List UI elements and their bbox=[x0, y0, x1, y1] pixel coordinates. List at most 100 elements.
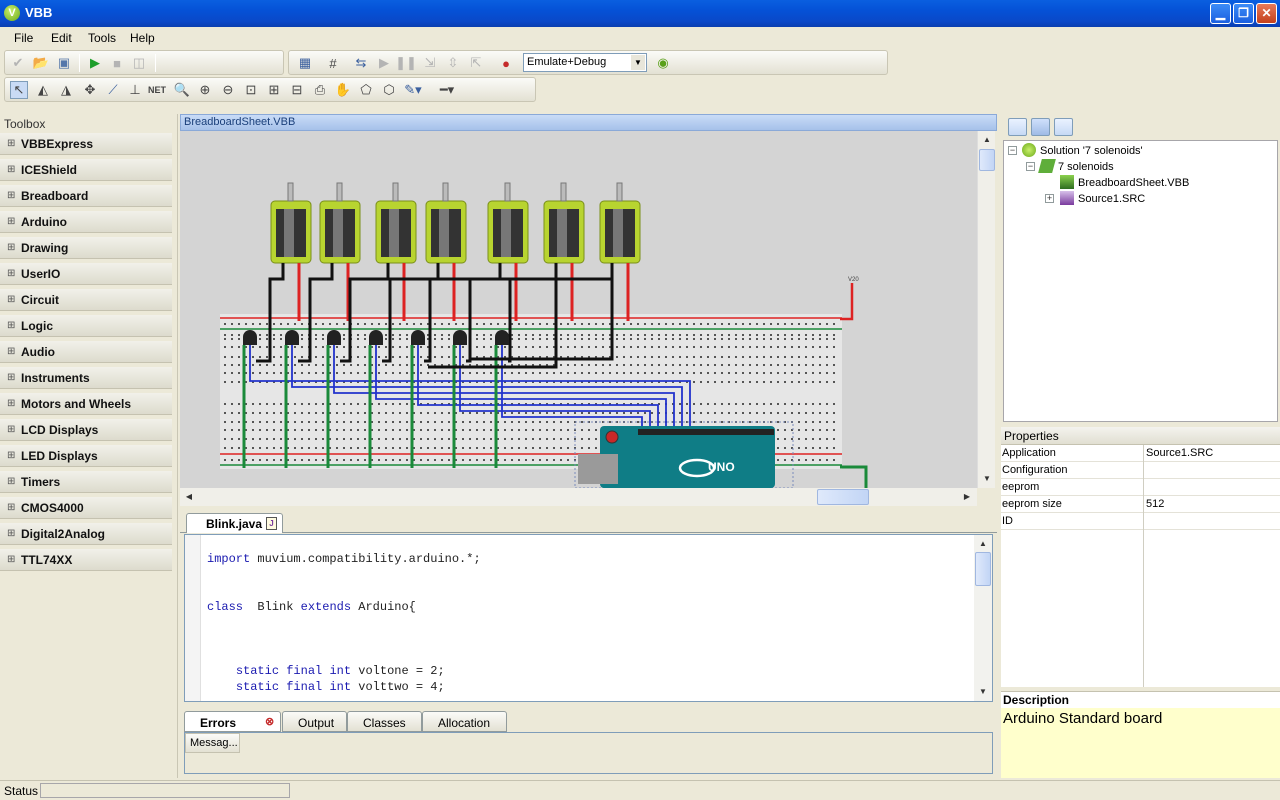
junction-icon[interactable]: ⊥ bbox=[129, 82, 141, 97]
scroll-thumb[interactable] bbox=[817, 489, 869, 505]
tab-errors[interactable]: Errors ⊗ bbox=[184, 711, 281, 732]
scroll-right-icon[interactable]: ▶ bbox=[963, 492, 971, 501]
line-icon[interactable]: ⟋ bbox=[108, 82, 118, 97]
scroll-up-icon[interactable]: ▲ bbox=[979, 539, 987, 548]
collapse-icon[interactable]: − bbox=[1008, 145, 1017, 155]
property-row[interactable]: eeprom bbox=[1001, 479, 1280, 496]
message-column-header[interactable]: Messag... bbox=[185, 733, 240, 753]
toolbox-category[interactable]: ⊞LCD Displays bbox=[0, 419, 172, 441]
zoom-in-icon[interactable]: ⊕ bbox=[199, 82, 211, 97]
minimize-button[interactable]: ▁ bbox=[1210, 3, 1231, 24]
tree-item-source[interactable]: Source1.SRC bbox=[1060, 191, 1145, 205]
property-value[interactable]: Source1.SRC bbox=[1146, 447, 1214, 459]
pan-icon[interactable]: ✋ bbox=[334, 82, 352, 97]
step-out-icon[interactable]: ⇱ bbox=[470, 55, 482, 70]
toolbox-category[interactable]: ⊞Drawing bbox=[0, 237, 172, 259]
close-button[interactable]: ✕ bbox=[1256, 3, 1277, 24]
toolbox-category[interactable]: ⊞Circuit bbox=[0, 289, 172, 311]
toolbox-category[interactable]: ⊞TTL74XX bbox=[0, 549, 172, 571]
step-over-icon[interactable]: ⇳ bbox=[447, 55, 459, 70]
toolbox-category[interactable]: ⊞Audio bbox=[0, 341, 172, 363]
pause-debug-icon[interactable]: ❚❚ bbox=[395, 55, 417, 70]
tab-blink-java[interactable]: Blink.java J bbox=[186, 513, 284, 533]
menu-file[interactable]: File bbox=[14, 31, 34, 45]
net-icon[interactable]: NET bbox=[148, 85, 166, 95]
tree-item-vbb[interactable]: BreadboardSheet.VBB bbox=[1060, 175, 1189, 189]
toolbox-category[interactable]: ⊞VBBExpress bbox=[0, 133, 172, 155]
code-editor[interactable]: import muvium.compatibility.arduino.*; c… bbox=[184, 534, 993, 702]
menu-tools[interactable]: Tools bbox=[88, 31, 117, 45]
arduino-board[interactable] bbox=[600, 426, 775, 488]
vbb-logo-icon[interactable]: ◉ bbox=[657, 55, 669, 70]
align-icon[interactable]: ⊟ bbox=[291, 82, 303, 97]
errors-list[interactable]: Messag... bbox=[184, 732, 993, 774]
tab-classes[interactable]: Classes bbox=[347, 711, 422, 732]
toolbox-category[interactable]: ⊞CMOS4000 bbox=[0, 497, 172, 519]
zoom-fit-icon[interactable]: ⊡ bbox=[245, 82, 257, 97]
tab-output[interactable]: Output bbox=[282, 711, 347, 732]
rotate-right-icon[interactable]: ◮ bbox=[61, 82, 71, 97]
zoom-icon[interactable]: 🔍 bbox=[173, 82, 191, 97]
line-style-icon[interactable]: ━▾ bbox=[439, 82, 455, 97]
toolbox-category[interactable]: ⊞UserIO bbox=[0, 263, 172, 285]
open-icon[interactable]: 📂 bbox=[32, 55, 50, 70]
toolbox-category[interactable]: ⊞Timers bbox=[0, 471, 172, 493]
scroll-down-icon[interactable]: ▼ bbox=[983, 474, 991, 483]
rotate-left-icon[interactable]: ◭ bbox=[38, 82, 48, 97]
hash-icon[interactable]: # bbox=[329, 55, 337, 71]
shape-icon[interactable]: ⬠ bbox=[360, 82, 372, 97]
toolbox-category[interactable]: ⊞Arduino bbox=[0, 211, 172, 233]
pause-icon[interactable]: ◫ bbox=[132, 55, 146, 70]
view-icon[interactable] bbox=[1031, 118, 1050, 136]
scroll-left-icon[interactable]: ◀ bbox=[185, 492, 193, 501]
tree-item-solution[interactable]: Solution '7 solenoids' bbox=[1022, 143, 1143, 157]
play-debug-icon[interactable]: ▶ bbox=[379, 55, 389, 70]
pen-color-icon[interactable]: ✎▾ bbox=[404, 82, 422, 97]
scroll-thumb[interactable] bbox=[975, 552, 991, 586]
calendar-icon[interactable]: ▦ bbox=[298, 55, 312, 70]
editor-scrollbar[interactable]: ▲ ▼ bbox=[974, 535, 992, 701]
pointer-icon[interactable]: ↖ bbox=[10, 81, 28, 99]
menu-edit[interactable]: Edit bbox=[51, 31, 72, 45]
scroll-up-icon[interactable]: ▲ bbox=[983, 135, 991, 144]
run-icon[interactable]: ▶ bbox=[90, 55, 100, 70]
toolbox-category[interactable]: ⊞Motors and Wheels bbox=[0, 393, 172, 415]
build-icon[interactable]: ✔ bbox=[12, 55, 24, 70]
view-icon[interactable] bbox=[1008, 118, 1027, 136]
document-title[interactable]: BreadboardSheet.VBB bbox=[180, 114, 997, 131]
canvas-vertical-scrollbar[interactable]: ▲ ▼ bbox=[977, 131, 995, 488]
toolbox-category[interactable]: ⊞LED Displays bbox=[0, 445, 172, 467]
clear-errors-icon[interactable]: ⊗ bbox=[265, 716, 275, 728]
toolbox-category[interactable]: ⊞Instruments bbox=[0, 367, 172, 389]
step-icon[interactable]: ⇆ bbox=[355, 55, 367, 70]
canvas-horizontal-scrollbar[interactable]: ◀ ▶ bbox=[180, 488, 977, 506]
toolbox-category[interactable]: ⊞Digital2Analog bbox=[0, 523, 172, 545]
zoom-out-icon[interactable]: ⊖ bbox=[222, 82, 234, 97]
step-into-icon[interactable]: ⇲ bbox=[424, 55, 436, 70]
menu-help[interactable]: Help bbox=[130, 31, 155, 45]
stop-icon[interactable]: ■ bbox=[113, 55, 121, 71]
property-row[interactable]: ID bbox=[1001, 513, 1280, 530]
collapse-icon[interactable]: − bbox=[1026, 161, 1035, 171]
expand-icon[interactable]: + bbox=[1045, 193, 1054, 203]
save-all-icon[interactable]: ▣ bbox=[57, 55, 71, 70]
maximize-button[interactable]: ❐ bbox=[1233, 3, 1254, 24]
property-value[interactable]: 512 bbox=[1146, 498, 1165, 510]
breakpoint-icon[interactable]: ● bbox=[502, 55, 510, 71]
scroll-down-icon[interactable]: ▼ bbox=[979, 687, 987, 696]
list-icon[interactable] bbox=[1054, 118, 1073, 136]
toolbox-category[interactable]: ⊞Logic bbox=[0, 315, 172, 337]
properties-splitter[interactable] bbox=[1143, 445, 1144, 687]
move-icon[interactable]: ✥ bbox=[84, 82, 96, 97]
tab-allocation[interactable]: Allocation bbox=[422, 711, 507, 732]
mode-select[interactable]: Emulate+Debug ▼ bbox=[523, 53, 647, 72]
tree-item-project[interactable]: 7 solenoids bbox=[1038, 159, 1114, 173]
breadboard-canvas[interactable]: V20 UNO bbox=[180, 131, 977, 488]
toolbox-category[interactable]: ⊞Breadboard bbox=[0, 185, 172, 207]
polygon-icon[interactable]: ⬡ bbox=[383, 82, 395, 97]
zoom-select-icon[interactable]: ⊞ bbox=[268, 82, 280, 97]
property-row[interactable]: Configuration bbox=[1001, 462, 1280, 479]
